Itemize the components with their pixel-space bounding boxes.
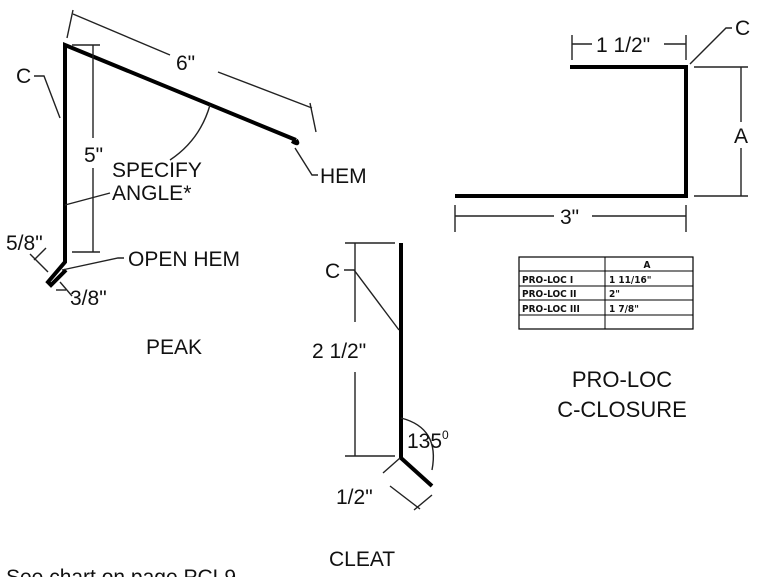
closure-profile [455,65,688,198]
footnote: See chart on page PCL9 [6,566,236,577]
peak-open-hem-label: OPEN HEM [128,248,240,271]
peak-dim-hem-len: 5/8" [6,232,43,255]
table-row-label: PRO-LOC II [522,289,577,300]
table-row-label: PRO-LOC III [522,304,580,315]
closure-table: A PRO-LOC I 1 11/16" PRO-LOC II 2" PRO-L… [518,256,694,330]
peak-title: PEAK [146,336,202,359]
closure-label-c: C [735,17,750,40]
peak-dim-hem-gap: 3/8" [70,287,107,310]
peak-drawing: 6" 5" C SPECIFY ANGLE* HEM 5/8" OPEN HEM… [6,9,367,359]
peak-dim-top: 6" [176,52,195,75]
peak-label-c: C [16,65,31,88]
closure-title-line1: PRO-LOC [572,367,672,392]
cleat-dim-height: 2 1/2" [312,340,366,363]
table-row-value: 1 11/16" [609,275,651,286]
peak-specify-line2: ANGLE* [112,182,191,205]
peak-dim-height: 5" [84,144,103,167]
closure-dim-top: 1 1/2" [596,34,650,57]
closure-dim-bottom: 3" [560,206,579,229]
peak-profile [45,42,297,288]
peak-specify-line1: SPECIFY [112,159,202,182]
cleat-title: CLEAT [329,548,395,571]
cleat-angle: 1350 [407,428,449,453]
peak-hem [290,138,300,146]
table-header-a: A [644,260,651,271]
cleat-profile [399,243,434,488]
peak-hem-label: HEM [320,165,367,188]
table-row-value: 1 7/8" [609,304,639,315]
table-row-value: 2" [609,289,620,300]
closure-title-line2: C-CLOSURE [557,397,687,422]
closure-label-a: A [734,125,748,148]
cleat-drawing: 2 1/2" C 1350 1/2" CLEAT [312,242,449,571]
cleat-label-c: C [325,260,340,283]
closure-drawing: 1 1/2" C A 3" A PRO-LOC I 1 11/16" PRO-L… [454,17,750,422]
cleat-dim-foot: 1/2" [336,486,373,509]
table-row-label: PRO-LOC I [522,275,573,286]
